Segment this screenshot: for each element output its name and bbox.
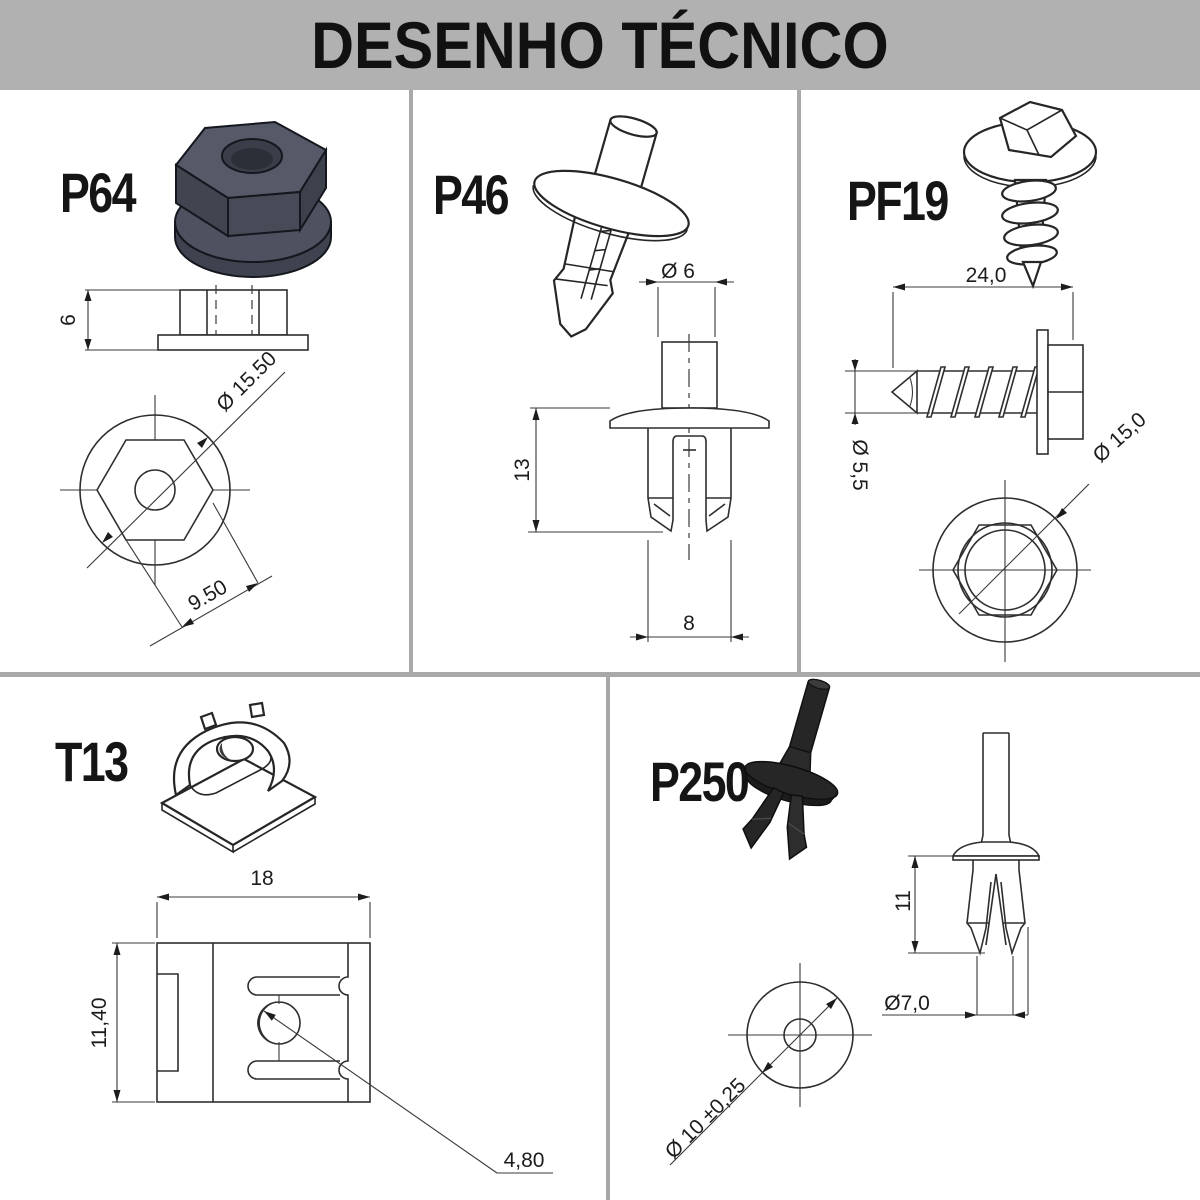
p250-side-view: 11 Ø7,0 (882, 732, 1041, 1019)
p250-dim-leg-length: 11 (892, 890, 915, 912)
header-bar: DESENHO TÉCNICO (0, 0, 1200, 90)
t13-dim-hole-diameter: 4,80 (504, 1149, 545, 1172)
t13-width-dim: 18 (156, 867, 371, 938)
pf19-side-view: Ø 5,5 (845, 329, 1084, 491)
panel-pf19: PF19 24,0 (799, 90, 1200, 672)
p250-drawing: 11 Ø7,0 Ø 10 ±0,25 (661, 678, 1041, 1166)
part-label-p64: P64 (60, 161, 137, 224)
p64-3d-nut (174, 120, 332, 278)
divider-vertical-2 (797, 90, 801, 672)
part-label-t13: T13 (55, 730, 129, 793)
p250-dim-tip-diameter: Ø7,0 (884, 992, 930, 1015)
panel-p64: P64 6 (0, 90, 409, 672)
part-label-pf19: PF19 (847, 169, 949, 232)
p64-dim-outer-diameter: Ø 15.50 (212, 347, 281, 416)
p250-dim-flange-diameter: Ø 10 ±0,25 (661, 1074, 751, 1164)
page-title: DESENHO TÉCNICO (311, 8, 889, 82)
p64-bottom-view: Ø 15.50 9.50 (60, 347, 286, 647)
p64-dim-height: 6 (57, 314, 80, 326)
p46-dim-pin-diameter: Ø 6 (661, 260, 695, 283)
panel-p46: P46 Ø 6 (411, 90, 797, 672)
p46-dim-body-length: 13 (511, 458, 534, 481)
t13-drawing: 18 (88, 701, 553, 1174)
p46-dim-body-width: 8 (683, 612, 695, 635)
divider-vertical-3 (606, 677, 610, 1200)
p64-dim-across-flats: 9.50 (184, 575, 231, 615)
pf19-length-dim: 24,0 (892, 264, 1074, 368)
divider-vertical-1 (409, 90, 413, 672)
t13-dim-depth: 11,40 (88, 998, 111, 1049)
pf19-dim-length: 24,0 (966, 264, 1007, 287)
p64-drawing: 6 Ø 15.50 (57, 120, 332, 647)
t13-top-view: 11,40 4,80 (88, 942, 553, 1174)
pf19-bottom-view: Ø 15,0 (919, 408, 1151, 662)
t13-3d-clip (159, 701, 318, 854)
p64-side-view: 6 (57, 285, 309, 351)
panel-t13: T13 18 (0, 677, 606, 1200)
t13-dim-width: 18 (250, 867, 273, 890)
p46-3d-rivet (532, 115, 690, 338)
p46-drawing: Ø 6 (511, 115, 770, 642)
part-label-p250: P250 (650, 750, 750, 813)
pf19-3d-screw (962, 100, 1098, 290)
p250-3d-rivet (742, 678, 839, 861)
part-label-p46: P46 (433, 163, 510, 226)
divider-horizontal (0, 672, 1200, 677)
p250-bottom-view: Ø 10 ±0,25 (661, 963, 872, 1166)
p46-front-view: Ø 6 (511, 260, 770, 642)
pf19-dim-thread-diameter: Ø 5,5 (848, 439, 871, 490)
pf19-drawing: 24,0 (845, 100, 1151, 662)
pf19-dim-washer-diameter: Ø 15,0 (1089, 408, 1151, 467)
panel-p250: P250 (610, 677, 1200, 1200)
